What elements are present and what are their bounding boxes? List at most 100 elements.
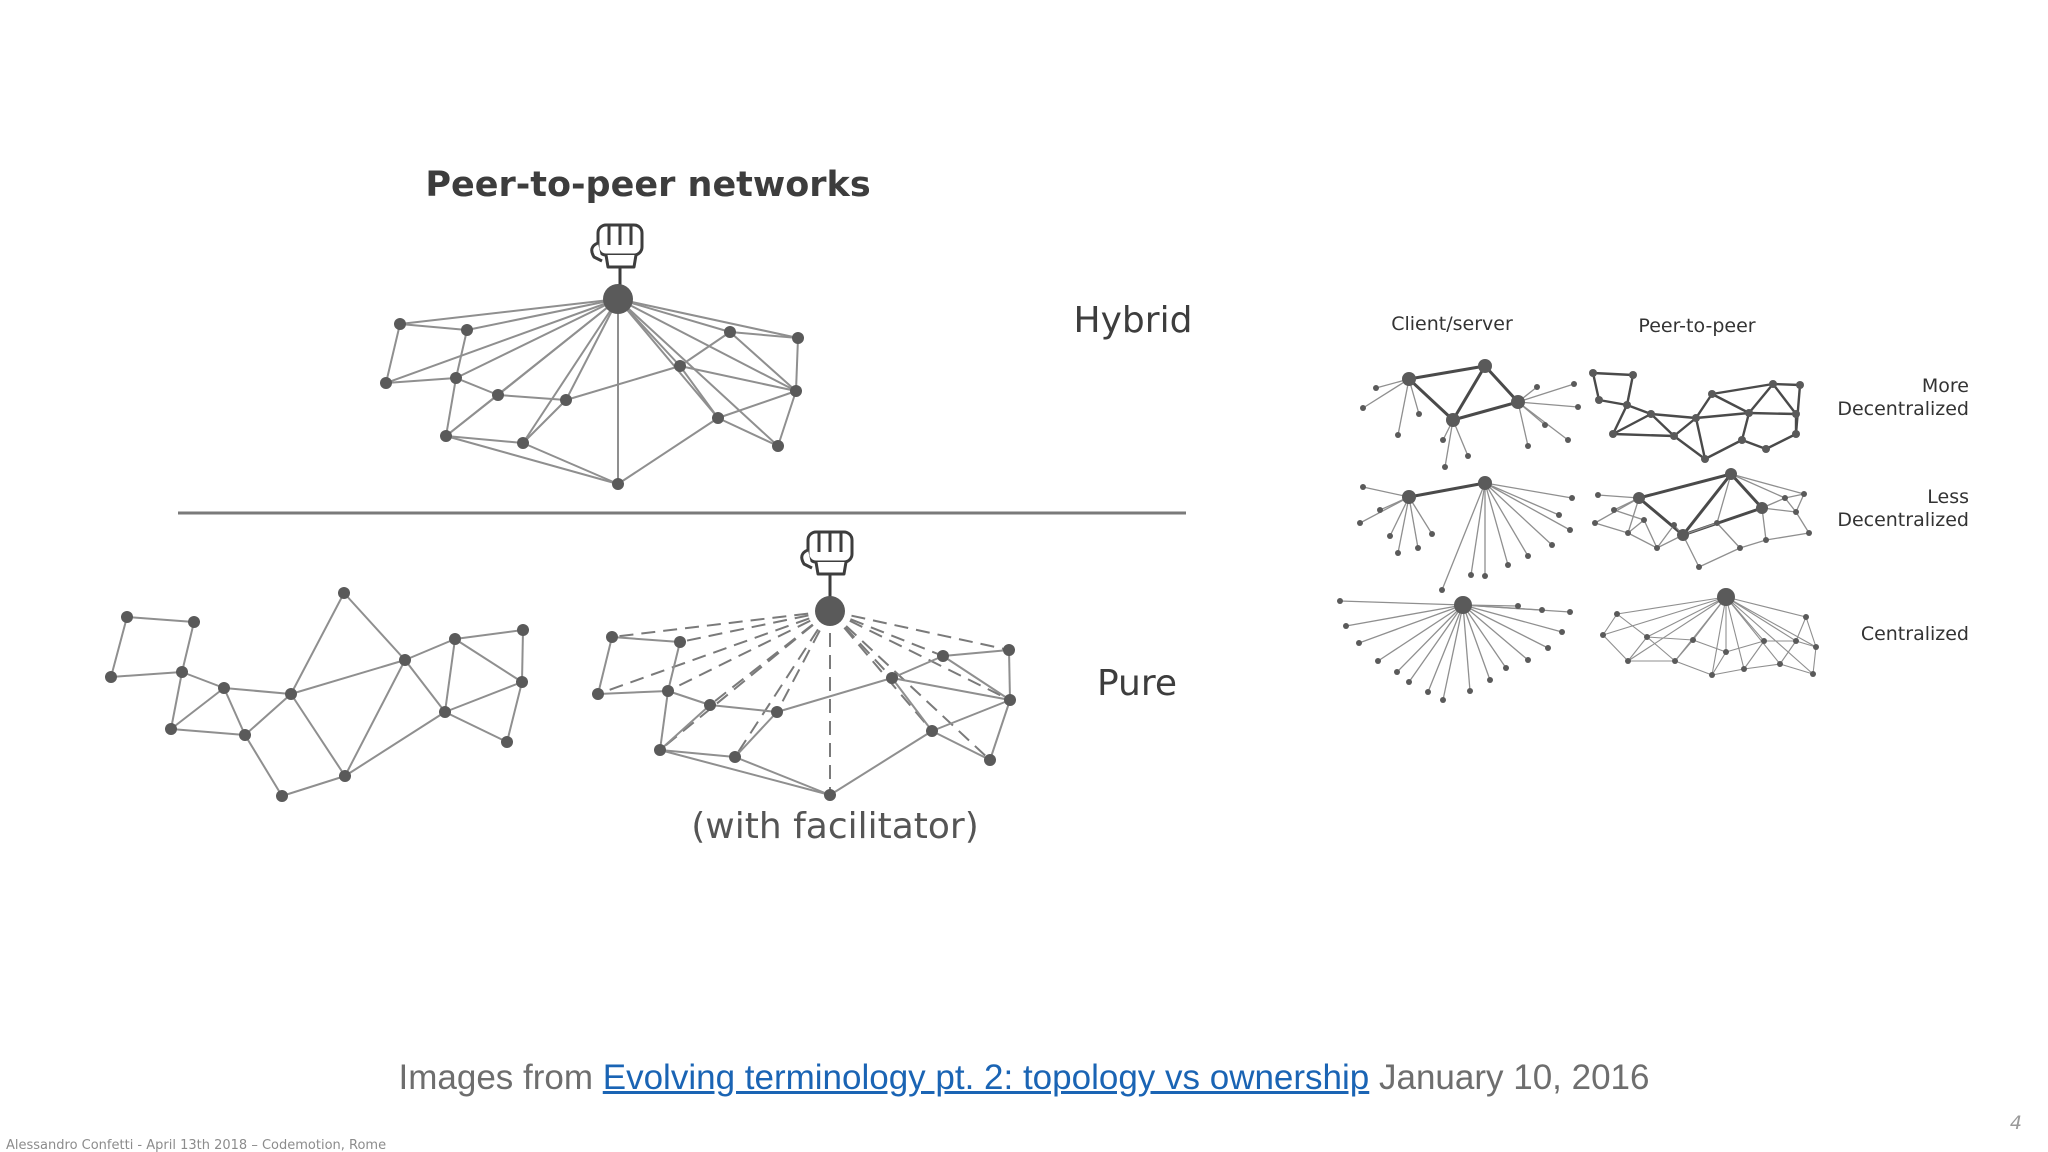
network-node [662, 685, 674, 697]
network-node [239, 729, 251, 741]
network-edge [1626, 403, 1652, 416]
network-edge [445, 394, 499, 437]
network-node [516, 676, 528, 688]
network-edge [679, 365, 719, 419]
network-edge [445, 435, 524, 444]
network-edge [343, 592, 406, 661]
network-node [1644, 634, 1650, 640]
network-edge [170, 671, 183, 730]
network-edge [244, 734, 283, 797]
source-caption: Images from Evolving terminology pt. 2: … [0, 1058, 2048, 1098]
network-node [1801, 491, 1807, 497]
network-edge [1625, 374, 1635, 406]
network-node [1394, 669, 1400, 675]
network-edge [1795, 640, 1817, 648]
network-node [1442, 464, 1448, 470]
network-edge [829, 610, 1011, 701]
network-edge [667, 610, 831, 692]
network-edge [1711, 668, 1745, 676]
network-edge [1484, 482, 1560, 516]
network-edge [597, 690, 669, 695]
network-edge [1725, 596, 1814, 675]
network-node [1357, 520, 1363, 526]
network-edge [617, 298, 719, 419]
network-edge [795, 337, 799, 392]
network-node [1387, 533, 1393, 539]
network-edge [1772, 383, 1797, 415]
network-edge [223, 687, 292, 695]
network-node [449, 633, 461, 645]
network-node [1556, 512, 1562, 518]
network-node [285, 688, 297, 700]
network-edge [1442, 604, 1464, 701]
network-edge [1674, 639, 1694, 662]
network-node [1373, 385, 1379, 391]
network-edge [734, 756, 831, 796]
p2p-centralized [1600, 588, 1819, 678]
network-edge [1407, 377, 1455, 422]
network-node [674, 636, 686, 648]
network-edge [455, 298, 619, 379]
network-edge [1462, 604, 1471, 692]
network-node [1356, 640, 1362, 646]
network-node [1515, 603, 1521, 609]
network-node [501, 736, 513, 748]
network-node [1415, 545, 1421, 551]
network-edge [931, 699, 1011, 732]
network-node [1565, 437, 1571, 443]
network-node [1360, 405, 1366, 411]
network-node [1701, 455, 1709, 463]
network-edge [1591, 372, 1601, 401]
hub-node [1478, 476, 1492, 490]
network-edge [1612, 412, 1652, 436]
network-node [1569, 495, 1575, 501]
network-node [1343, 623, 1349, 629]
network-node [592, 688, 604, 700]
network-edge [281, 775, 346, 797]
network-node [790, 385, 802, 397]
network-node [1625, 530, 1631, 536]
pure-label: Pure [1097, 663, 1177, 704]
network-edge [829, 610, 893, 679]
network-edge [1743, 663, 1781, 670]
network-node [188, 616, 200, 628]
network-node [450, 372, 462, 384]
source-link[interactable]: Evolving terminology pt. 2: topology vs … [602, 1058, 1370, 1097]
network-edge [659, 690, 669, 751]
network-node [1756, 502, 1768, 514]
network-node [1782, 495, 1788, 501]
network-edge [1594, 522, 1629, 534]
network-edge [1711, 382, 1774, 396]
network-node [1567, 609, 1573, 615]
hub-node [1478, 359, 1492, 373]
network-edge [445, 435, 619, 485]
network-edge [454, 638, 523, 683]
network-node [492, 389, 504, 401]
network-edge [1694, 417, 1707, 460]
hub-node [1454, 596, 1472, 614]
network-edge [1748, 383, 1774, 414]
network-edge [777, 390, 797, 447]
cs-centralized [1337, 596, 1573, 703]
network-edge [829, 610, 1010, 651]
hybrid-label: Hybrid [1074, 300, 1193, 341]
network-edge [659, 749, 736, 758]
network-edge [1408, 496, 1419, 549]
network-edge [1462, 604, 1507, 669]
p2p-more-decentralized [1589, 369, 1804, 463]
hub-node [1402, 490, 1416, 504]
network-edge [565, 365, 681, 401]
network-edge [1765, 432, 1797, 451]
network-edge [521, 629, 524, 683]
network-node [1600, 632, 1606, 638]
network-edge [1795, 493, 1805, 513]
network-node [380, 377, 392, 389]
network-edge [1408, 481, 1486, 499]
network-edge [1462, 604, 1563, 633]
network-edge [1795, 616, 1807, 642]
network-edge [1779, 640, 1797, 665]
network-node [1545, 645, 1551, 651]
network-node [771, 706, 783, 718]
network-node [1641, 517, 1647, 523]
network-edge [1627, 519, 1645, 534]
